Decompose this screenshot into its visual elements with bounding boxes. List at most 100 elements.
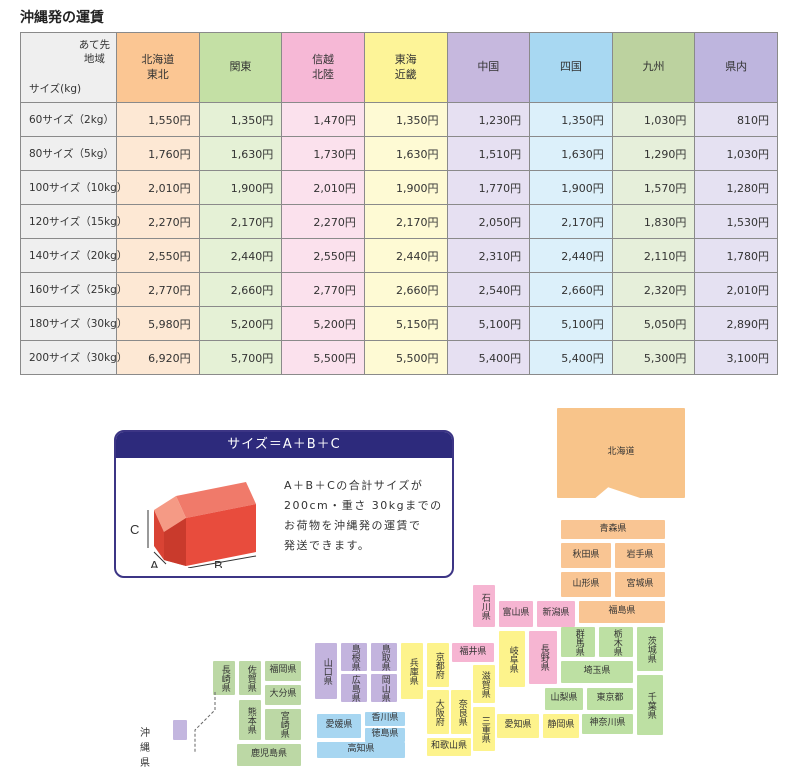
price-cell: 2,320円 [611, 272, 696, 307]
price-cell: 2,050円 [446, 204, 531, 239]
price-cell: 1,730円 [281, 136, 365, 171]
price-cell: 1,350円 [198, 102, 283, 137]
pref-hokkaido: 北海道 [557, 408, 685, 498]
price-cell: 1,030円 [694, 136, 778, 171]
price-cell: 5,500円 [363, 340, 448, 375]
pref-wakayama: 和歌山県 [427, 738, 471, 756]
pref-shizuoka: 静岡県 [543, 714, 579, 738]
price-cell: 3,100円 [694, 340, 778, 375]
pref-ishikawa: 石川県 [473, 585, 495, 627]
size-cell: 200サイズ（30kg） [20, 340, 127, 375]
price-cell: 5,200円 [198, 306, 283, 341]
price-cell: 5,400円 [446, 340, 531, 375]
pref-fukuoka: 福岡県 [265, 661, 301, 681]
price-cell: 6,920円 [116, 340, 200, 375]
region-header-line: 中国 [477, 60, 500, 74]
price-cell: 1,350円 [363, 102, 448, 137]
pref-oita: 大分県 [265, 685, 301, 705]
pref-hyogo: 兵庫県 [401, 643, 423, 699]
price-cell: 1,030円 [611, 102, 696, 137]
box-illustration: C A B [130, 482, 257, 568]
pref-tottori: 鳥取県 [371, 643, 397, 671]
region-header-line: 県内 [725, 60, 748, 74]
pref-miyagi: 宮城県 [615, 572, 665, 597]
size-info-line: お荷物を沖縄発の運賃で [284, 519, 422, 532]
okinawa-divider [194, 692, 216, 752]
pref-gifu: 岐阜県 [499, 631, 525, 687]
box-top-face [176, 482, 256, 518]
region-header-line: 関東 [229, 60, 252, 74]
pref-saga: 佐賀県 [239, 661, 261, 695]
pref-toyama: 富山県 [499, 601, 533, 627]
box-edge-face [164, 518, 186, 566]
price-cell: 1,830円 [611, 204, 696, 239]
pref-kumamoto: 熊本県 [239, 700, 261, 740]
label-c: C [130, 522, 139, 537]
price-cell: 2,770円 [281, 272, 365, 307]
pref-chiba: 千葉県 [637, 675, 663, 735]
pref-shimane: 島根県 [341, 643, 367, 671]
pref-fukushima: 福島県 [579, 601, 665, 623]
price-cell: 1,900円 [529, 170, 613, 205]
rate-table: あて先地域 サイズ(kg) 北海道東北 関東 信越北陸 東海近畿 中国 四国 九… [20, 32, 778, 375]
region-header-line: 東北 [146, 67, 169, 81]
pref-ehime: 愛媛県 [317, 714, 361, 738]
price-cell: 1,280円 [694, 170, 778, 205]
okinawa-label: 沖縄県 [140, 728, 150, 769]
price-cell: 2,010円 [281, 170, 365, 205]
destination-label: あて先地域 [79, 39, 110, 66]
price-cell: 1,630円 [529, 136, 613, 171]
pref-kagawa: 香川県 [365, 712, 405, 726]
price-cell: 1,630円 [363, 136, 448, 171]
price-cell: 5,400円 [529, 340, 613, 375]
price-cell: 5,050円 [611, 306, 696, 341]
label-b: B [214, 558, 223, 568]
price-cell: 5,100円 [529, 306, 613, 341]
price-cell: 2,440円 [198, 238, 283, 273]
region-header: 関東 [198, 32, 283, 103]
pref-okinawa [173, 720, 187, 740]
pref-aomori: 青森県 [561, 520, 665, 539]
size-cell: 160サイズ（25kg） [20, 272, 127, 307]
pref-fukui: 福井県 [452, 643, 494, 662]
price-cell: 2,660円 [363, 272, 448, 307]
pref-ibaraki: 茨城県 [637, 627, 663, 671]
size-cell: 140サイズ（20kg） [20, 238, 127, 273]
region-header: 四国 [529, 32, 613, 103]
price-cell: 1,900円 [198, 170, 283, 205]
price-cell: 2,550円 [116, 238, 200, 273]
price-cell: 1,350円 [529, 102, 613, 137]
price-cell: 5,100円 [446, 306, 531, 341]
pref-yamanashi: 山梨県 [545, 688, 583, 710]
region-header-line: 九州 [642, 60, 665, 74]
pref-kagoshima: 鹿児島県 [237, 744, 301, 766]
price-cell: 2,540円 [446, 272, 531, 307]
pref-niigata: 新潟県 [537, 601, 575, 627]
pref-nagasaki: 長崎県 [213, 661, 235, 695]
size-info-text: A＋B＋Cの合計サイズが 200cm・重さ 30kgまでの お荷物を沖縄発の運賃… [284, 476, 443, 556]
size-info-heading: サイズ＝A＋B＋C [116, 432, 452, 458]
region-header-line: 北陸 [312, 67, 335, 81]
price-cell: 2,110円 [611, 238, 696, 273]
region-header: 北海道東北 [116, 32, 200, 103]
price-cell: 2,170円 [363, 204, 448, 239]
region-header-line: 北海道 [141, 52, 175, 66]
price-cell: 5,980円 [116, 306, 200, 341]
pref-mie: 三重県 [473, 707, 495, 751]
pref-iwate: 岩手県 [615, 543, 665, 568]
pref-gunma: 群馬県 [561, 627, 595, 657]
price-cell: 2,170円 [529, 204, 613, 239]
size-info-box: サイズ＝A＋B＋C C A B A＋B＋Cの合計サイズが 200cm・重さ 30… [114, 430, 454, 578]
pref-nara: 奈良県 [451, 690, 471, 734]
label-a: A [150, 558, 159, 568]
price-cell: 2,440円 [529, 238, 613, 273]
region-header-line: 四国 [559, 60, 582, 74]
table-header-row: あて先地域 サイズ(kg) 北海道東北 関東 信越北陸 東海近畿 中国 四国 九… [20, 32, 778, 103]
size-info-line: 発送できます。 [284, 539, 371, 552]
price-cell: 2,660円 [198, 272, 283, 307]
size-cell: 60サイズ（2kg） [20, 102, 117, 137]
